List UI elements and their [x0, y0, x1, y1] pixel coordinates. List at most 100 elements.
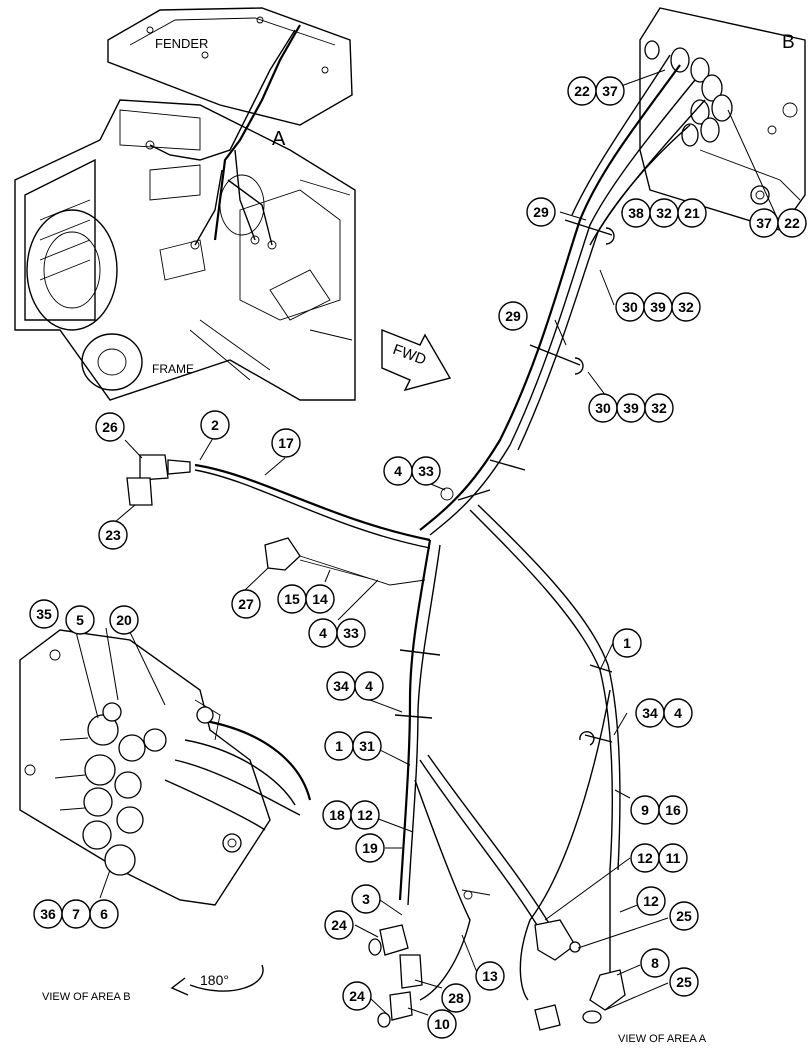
callout-4: 4 [383, 456, 413, 486]
callout-5: 5 [65, 605, 95, 635]
fender-label: FENDER [155, 36, 208, 51]
svg-text:37: 37 [756, 215, 772, 231]
svg-text:32: 32 [656, 205, 672, 221]
svg-text:7: 7 [72, 906, 80, 922]
callout-31: 31 [352, 731, 382, 761]
svg-text:5: 5 [76, 612, 84, 628]
callout-30: 30 [588, 393, 618, 423]
svg-text:4: 4 [365, 678, 373, 694]
svg-text:25: 25 [676, 974, 692, 990]
callout-24: 24 [342, 981, 372, 1011]
callout-4: 4 [354, 671, 384, 701]
callout-1: 1 [612, 628, 642, 658]
callout-25: 25 [669, 901, 699, 931]
svg-text:35: 35 [36, 606, 52, 622]
svg-text:30: 30 [595, 400, 611, 416]
main-harness [126, 54, 706, 1031]
callout-4: 4 [308, 618, 338, 648]
callout-36: 36 [33, 899, 63, 929]
svg-text:39: 39 [623, 400, 639, 416]
svg-text:2: 2 [211, 417, 219, 433]
callout-32: 32 [671, 292, 701, 322]
svg-text:33: 33 [343, 625, 359, 641]
callout-1: 1 [324, 731, 354, 761]
callout-12: 12 [636, 886, 666, 916]
svg-text:23: 23 [105, 527, 121, 543]
svg-text:39: 39 [650, 299, 666, 315]
svg-text:37: 37 [602, 83, 618, 99]
callout-17: 17 [271, 428, 301, 458]
callout-27: 27 [231, 589, 261, 619]
callout-29: 29 [526, 197, 556, 227]
callout-35: 35 [29, 599, 59, 629]
callout-28: 28 [441, 983, 471, 1013]
callout-22: 22 [567, 76, 597, 106]
svg-text:30: 30 [622, 299, 638, 315]
callout-16: 16 [658, 795, 688, 825]
svg-text:12: 12 [637, 850, 653, 866]
callout-8: 8 [640, 948, 670, 978]
svg-text:14: 14 [312, 591, 328, 607]
svg-text:17: 17 [278, 435, 294, 451]
overview-inset: FENDER A FRAME [14, 7, 356, 401]
callout-38: 38 [621, 198, 651, 228]
svg-text:10: 10 [434, 1016, 450, 1032]
forward-arrow: FWD [381, 328, 452, 392]
callout-7: 7 [61, 899, 91, 929]
area-b-view: 180° [19, 629, 312, 996]
callout-29: 29 [498, 301, 528, 331]
callout-11: 11 [658, 843, 688, 873]
callout-37: 37 [749, 208, 779, 238]
svg-text:34: 34 [333, 678, 349, 694]
svg-text:38: 38 [628, 205, 644, 221]
svg-text:20: 20 [116, 612, 132, 628]
callout-33: 33 [336, 618, 366, 648]
svg-text:4: 4 [674, 705, 682, 721]
callout-15: 15 [277, 584, 307, 614]
callout-19: 19 [355, 833, 385, 863]
callout-3: 3 [351, 884, 381, 914]
view-a-caption: VIEW OF AREA A [618, 1033, 707, 1045]
svg-text:3: 3 [362, 891, 370, 907]
callout-4: 4 [663, 698, 693, 728]
svg-text:24: 24 [331, 917, 347, 933]
svg-text:29: 29 [505, 308, 521, 324]
callout-26: 26 [95, 412, 125, 442]
svg-text:4: 4 [319, 625, 327, 641]
svg-text:22: 22 [784, 215, 800, 231]
svg-text:13: 13 [482, 968, 498, 984]
svg-text:32: 32 [678, 299, 694, 315]
svg-text:24: 24 [349, 988, 365, 1004]
rotation-label: 180° [200, 972, 229, 988]
svg-text:21: 21 [684, 205, 700, 221]
callout-21: 21 [677, 198, 707, 228]
callout-10: 10 [427, 1009, 457, 1039]
callout-12: 12 [630, 843, 660, 873]
svg-text:19: 19 [362, 840, 378, 856]
svg-text:33: 33 [418, 463, 434, 479]
svg-text:31: 31 [359, 738, 375, 754]
callout-24: 24 [324, 910, 354, 940]
svg-text:4: 4 [394, 463, 402, 479]
callout-34: 34 [635, 698, 665, 728]
callout-39: 39 [616, 393, 646, 423]
svg-text:16: 16 [665, 802, 681, 818]
svg-text:29: 29 [533, 204, 549, 220]
svg-text:11: 11 [666, 850, 681, 866]
callout-18: 18 [322, 800, 352, 830]
area-b-marker: B [782, 32, 795, 53]
svg-text:18: 18 [329, 807, 345, 823]
callout-14: 14 [305, 584, 335, 614]
svg-text:32: 32 [651, 400, 667, 416]
svg-text:6: 6 [100, 906, 108, 922]
callout-25: 25 [669, 967, 699, 997]
callout-39: 39 [643, 292, 673, 322]
svg-text:15: 15 [284, 591, 300, 607]
view-b-caption: VIEW OF AREA B [42, 991, 131, 1003]
callout-33: 33 [411, 456, 441, 486]
svg-text:12: 12 [357, 807, 373, 823]
svg-text:36: 36 [40, 906, 56, 922]
frame-label: FRAME [152, 362, 194, 376]
callout-2: 2 [200, 410, 230, 440]
